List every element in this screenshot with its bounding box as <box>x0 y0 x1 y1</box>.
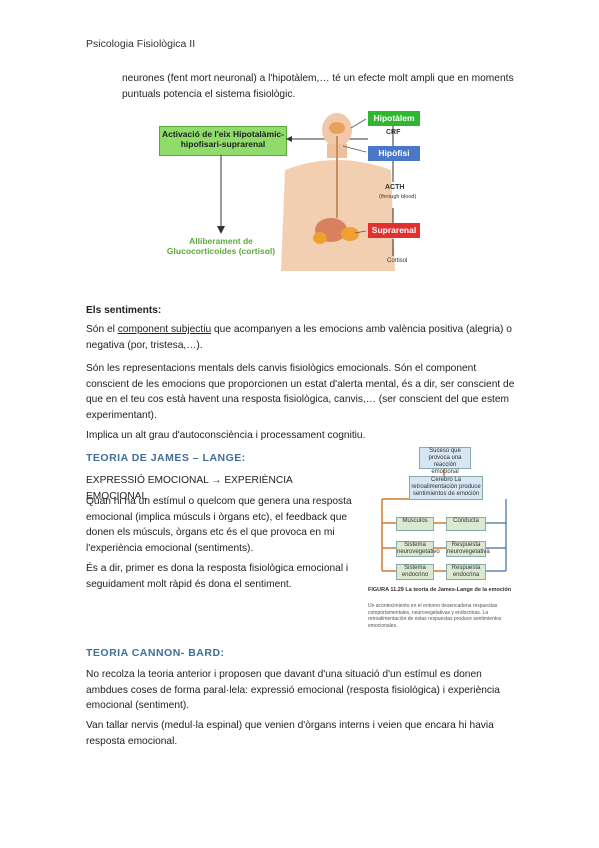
suceso-box: Suceso que provoca una reacción emociona… <box>419 447 471 475</box>
cortisol-label: Cortisol <box>387 258 408 264</box>
hpa-arrows <box>217 113 395 271</box>
musculos-box: Músculos <box>396 517 434 531</box>
james-lange-flow: EXPRESSIÓ EMOCIONAL → EXPERIÈNCIA EMOCIO… <box>86 475 293 502</box>
cannon-bard-paragraph-2: Van tallar nervis (medul·la espinal) que… <box>86 720 494 747</box>
james-lange-figure: Suceso que provoca una reacción emociona… <box>364 445 514 640</box>
crf-label: CRF <box>386 129 401 136</box>
cannon-bard-title: TEORIA CANNON- BARD: <box>86 647 225 659</box>
component-subjectiu: component subjectiu <box>117 324 212 335</box>
acth-label: ACTH <box>385 184 405 191</box>
sentiments-paragraph-3: Implica un alt grau d'autoconsciència i … <box>86 430 366 441</box>
page-header: Psicologia Fisiològica II <box>86 38 196 50</box>
james-lange-arrows <box>381 469 507 572</box>
james-lange-paragraph-2: És a dir, primer es dona la resposta fis… <box>86 563 349 590</box>
sentiments-title: Els sentiments: <box>86 305 162 316</box>
cerebro-box: Cerebro La retroalimentación produce sen… <box>409 476 483 500</box>
hipotalem-tag: Hipotàlem <box>368 111 420 126</box>
sistema-neurovegetativo-box: Sistema neurovegetativo <box>396 541 440 557</box>
conducta-box: Conducta <box>446 517 486 531</box>
hpa-axis-figure: Activació de l'eix Hipotalàmic-hipofisar… <box>155 108 423 271</box>
alliberament-label: Alliberament de Glucocorticoides (cortis… <box>166 236 276 256</box>
p1-pre: Són el <box>86 324 118 335</box>
sistema-endocrino-box: Sistema endocrino <box>396 564 434 580</box>
figure-caption-title: FIGURA 11.29 La teoría de James-Lange de… <box>368 587 512 593</box>
suprarenal-tag: Suprarenal <box>368 223 420 238</box>
sentiments-paragraph-1: Són el component subjectiu que acompanye… <box>86 322 516 353</box>
activacio-box: Activació de l'eix Hipotalàmic-hipofisar… <box>159 126 287 156</box>
p1-post: que acompanyen a les emocions amb valènc… <box>86 324 512 351</box>
respuesta-endocrina-box: Respuesta endocrina <box>446 564 486 580</box>
respuesta-neurovegetativa-box: Respuesta neurovegetativa <box>446 541 490 557</box>
acth-sub-label: (through blood) <box>379 194 417 200</box>
sentiments-paragraph-2: Són les representacions mentals dels can… <box>86 363 515 421</box>
figure-caption-text: Un acontecimiento en el entorno desencad… <box>368 603 502 629</box>
cannon-bard-paragraph-1: No recolza la teoria anterior i proposen… <box>86 669 500 711</box>
hipofisi-tag: Hipòfisi <box>368 146 420 161</box>
james-lange-paragraph-1: Quan hi ha un estímul o quelcom que gene… <box>86 496 352 554</box>
intro-paragraph: neurones (fent mort neuronal) a l'hipotà… <box>122 73 514 100</box>
james-lange-title: TEORIA DE JAMES – LANGE: <box>86 452 246 464</box>
